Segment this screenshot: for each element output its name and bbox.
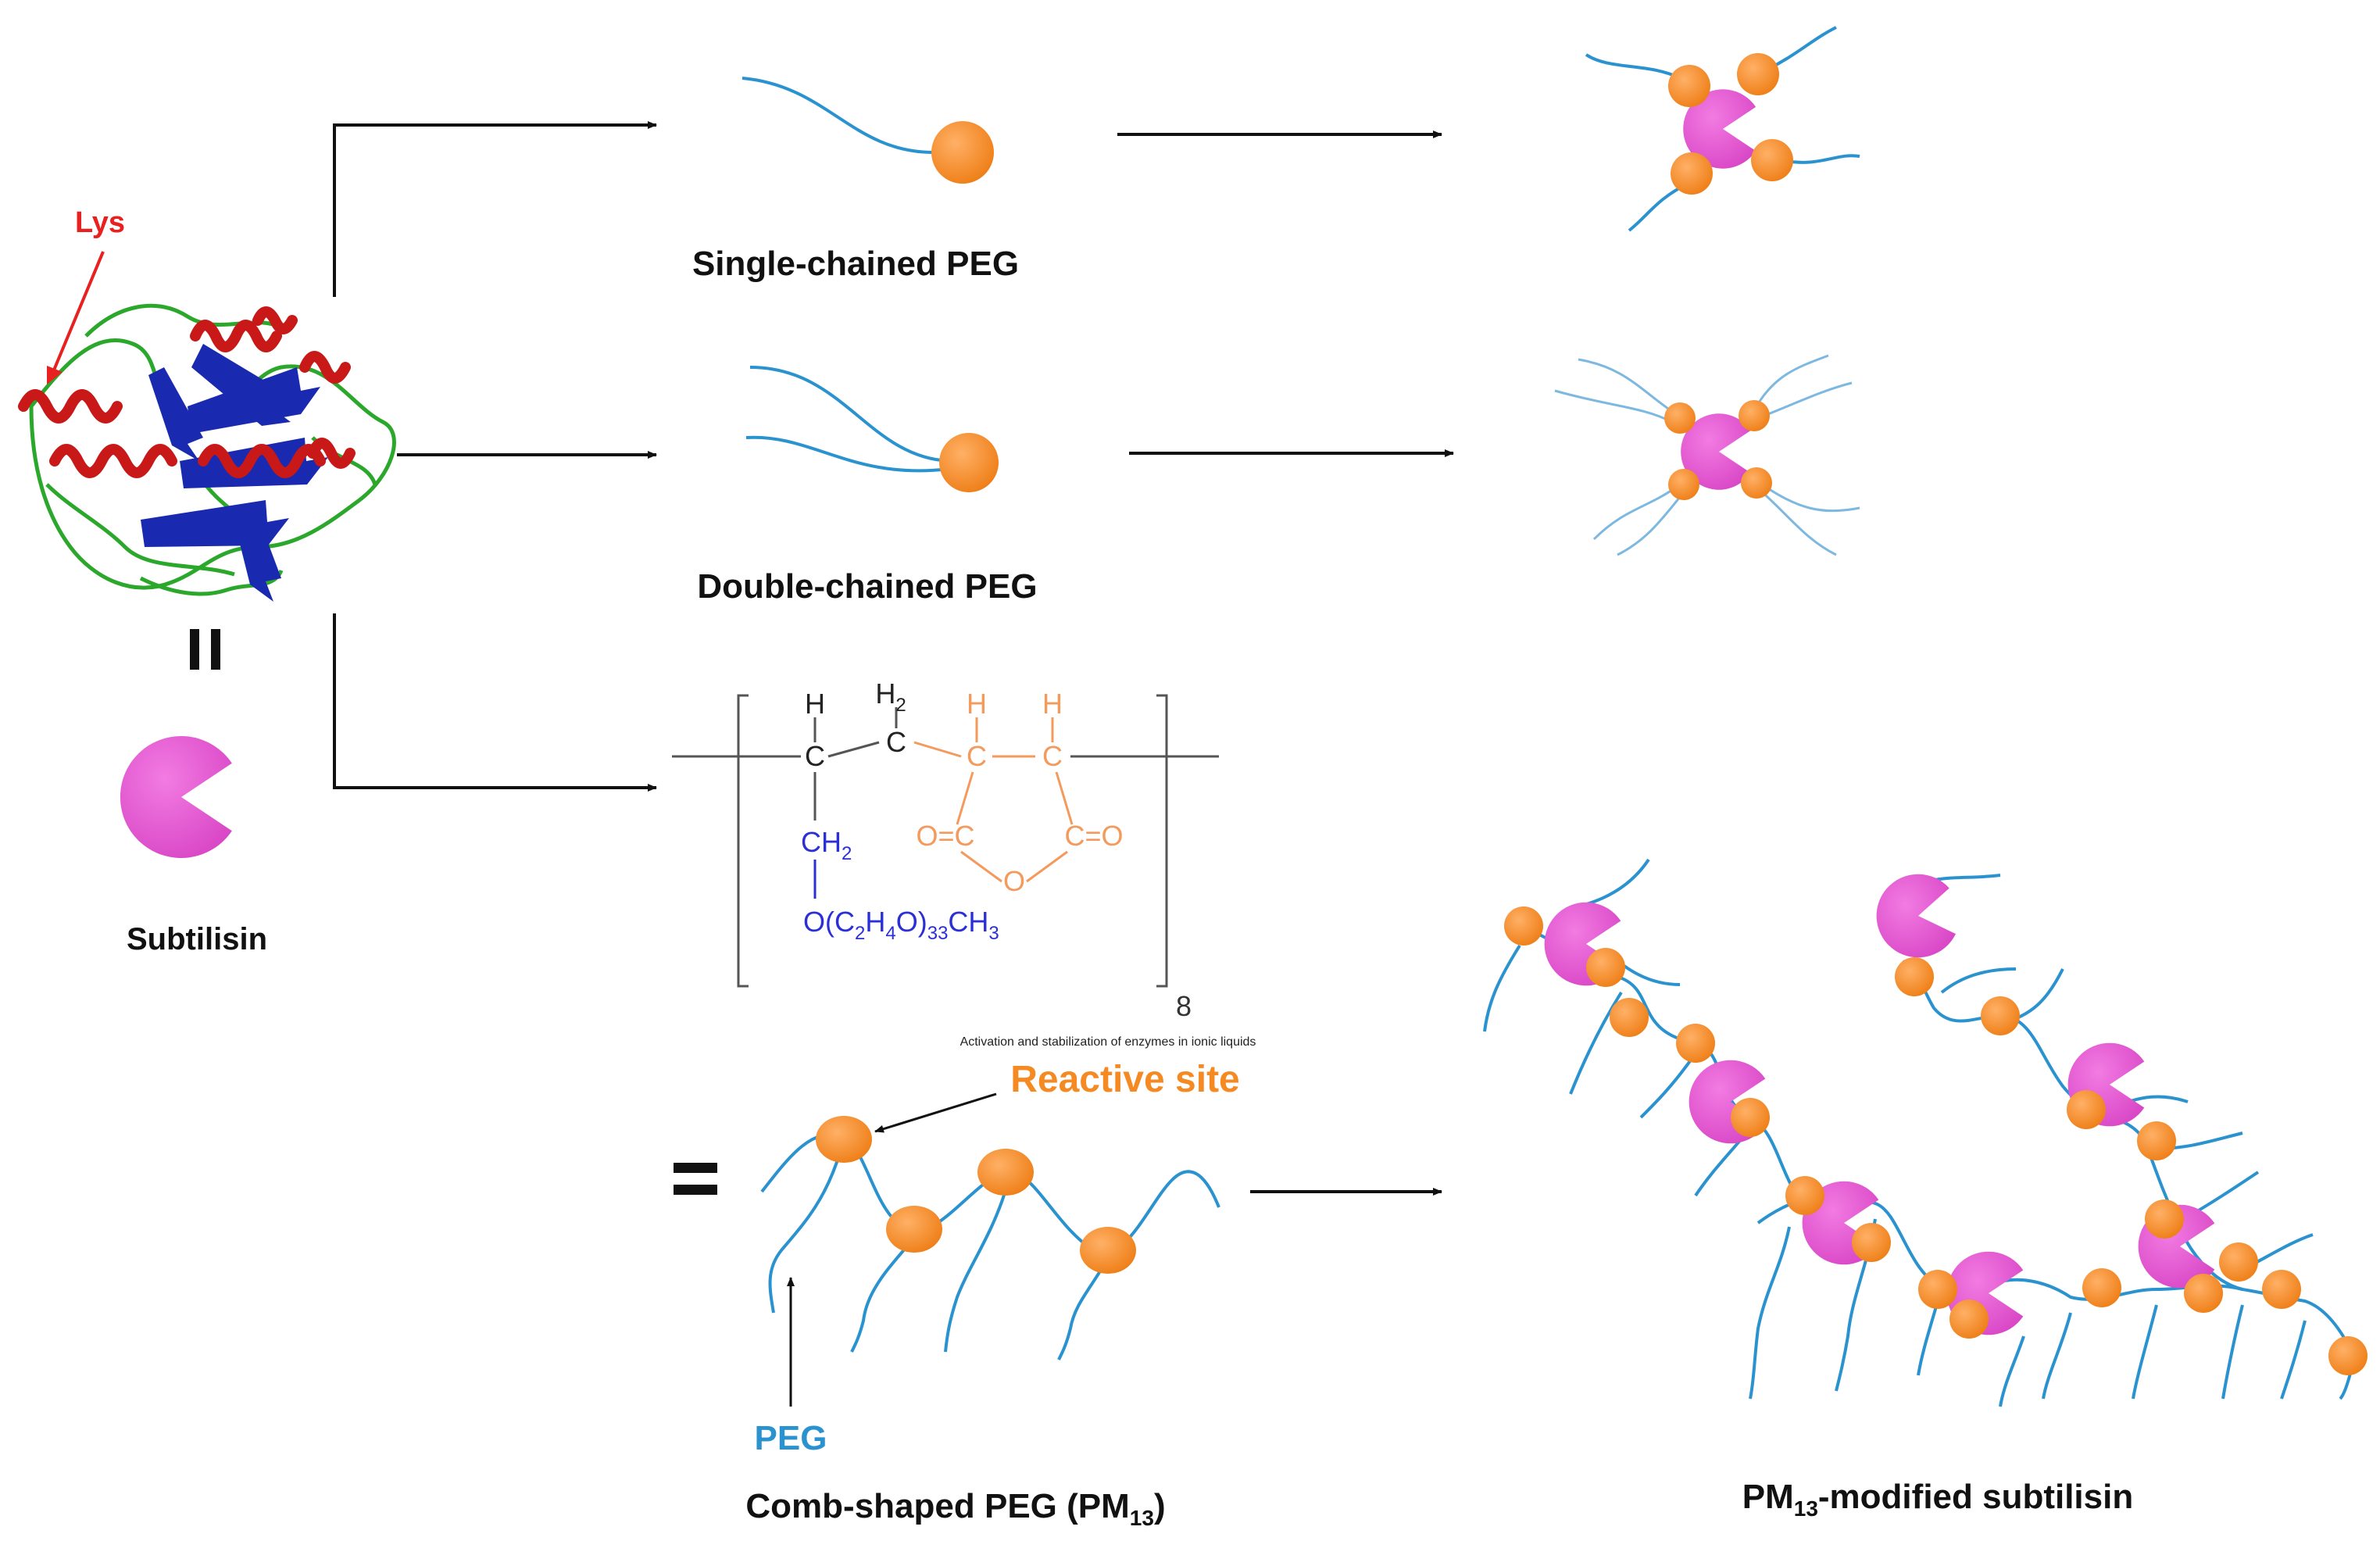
branch-arrows — [333, 121, 1454, 1196]
c-atom-left: C — [805, 740, 825, 772]
h2-atom: H2 — [875, 677, 906, 716]
lys-label: Lys — [75, 206, 125, 239]
h-atom-anhydride-2: H — [1042, 688, 1063, 720]
ch2-group: CH2 — [801, 826, 852, 864]
lys-pointer-arrowhead — [47, 366, 63, 384]
c-atom-mid: C — [886, 726, 906, 758]
equals-sign-vertical — [190, 629, 220, 670]
comb-shaped-peg-label: Comb-shaped PEG (PM13) — [745, 1487, 1165, 1530]
arrow-to-comb-shaped — [333, 613, 657, 792]
peg-side-chain-formula: O(C2H4O)33CH3 — [803, 906, 999, 944]
equals-sign — [674, 1163, 717, 1195]
comb-shaped-peg-icon — [760, 1116, 1220, 1360]
right-bracket — [1156, 694, 1168, 988]
double-chain-modified-enzyme — [1554, 354, 1860, 556]
single-chained-peg-icon — [742, 77, 994, 184]
peg-label: PEG — [755, 1419, 827, 1457]
double-chained-peg-icon — [745, 366, 999, 492]
reactive-site-label: Reactive site — [1010, 1059, 1240, 1100]
single-chain-modified-enzyme — [1585, 26, 1860, 232]
repeat-count: 8 — [1176, 990, 1192, 1022]
subtilisin-pacman-icon — [120, 736, 232, 858]
pm13-modified-subtilisin-label: PM13-modified subtilisin — [1742, 1478, 2133, 1521]
small-caption: Activation and stabilization of enzymes … — [960, 1035, 1256, 1049]
h-atom-left: H — [805, 688, 825, 720]
pm13-modified-subtilisin-network — [1483, 858, 2367, 1407]
double-chained-peg-label: Double-chained PEG — [697, 567, 1037, 606]
reactive-site-pointer — [874, 1092, 997, 1133]
carbonyl-right: C=O — [1064, 820, 1123, 852]
carbonyl-left: O=C — [916, 820, 974, 852]
arrow-to-single-chained — [333, 121, 657, 297]
single-chained-peg-label: Single-chained PEG — [692, 245, 1019, 283]
lys-pointer-arrow — [52, 251, 105, 373]
left-bracket — [737, 694, 749, 988]
h-atom-anhydride-1: H — [967, 688, 987, 720]
ring-oxygen: O — [1003, 865, 1025, 897]
c-atom-anhydride-2: C — [1042, 740, 1063, 772]
pm13-chemical-structure: H C H2 C H C H C O=C C=O O CH2 O(C2H4O)3… — [672, 677, 1219, 1022]
subtilisin-label: Subtilisin — [127, 922, 267, 956]
c-atom-anhydride-1: C — [967, 740, 987, 772]
subtilisin-protein-structure — [18, 303, 396, 602]
